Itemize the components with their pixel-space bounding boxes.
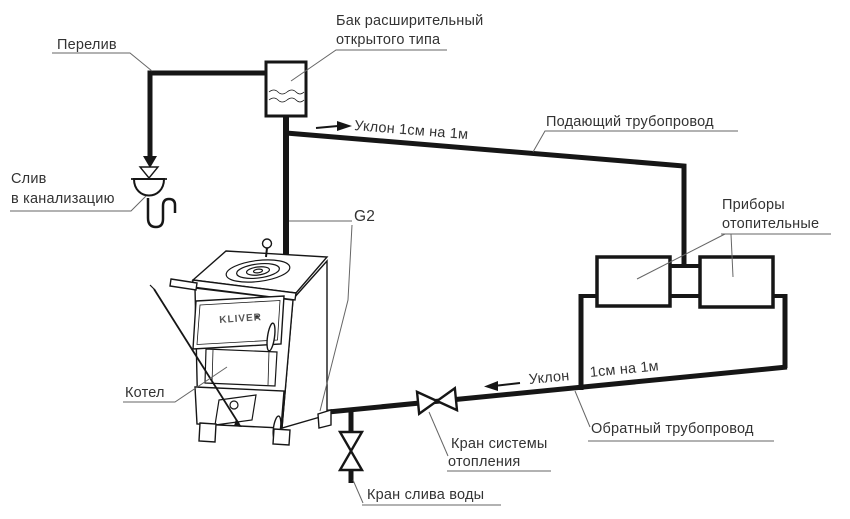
return-pipe — [317, 294, 788, 416]
overflow-label: Перелив — [57, 37, 117, 53]
heaters-label-line1: Приборы — [722, 197, 785, 213]
system-valve-label-line2: отопления — [448, 454, 521, 470]
supply-pipe-label: Подающий трубопровод — [546, 114, 714, 130]
brand-trademark-dot — [255, 315, 259, 319]
radiators — [579, 255, 787, 309]
g2-connection-label: G2 — [354, 208, 376, 225]
return-pipe-label: Обратный трубопровод — [591, 421, 754, 437]
flow-arrow-left-icon — [484, 381, 521, 391]
boiler-label: Котел — [125, 385, 165, 401]
overflow-pipe — [143, 70, 267, 168]
flow-arrow-right-icon — [315, 121, 352, 131]
system-valve-label-line1: Кран системы — [451, 436, 548, 452]
drain-valve-label: Кран слива воды — [367, 487, 485, 503]
sewer-drain-label-line1: Слив — [11, 171, 47, 187]
drain-valve — [337, 410, 365, 483]
boiler-drawing — [149, 238, 332, 446]
poker-rod — [149, 284, 242, 427]
heaters-label-line2: отопительные — [722, 216, 820, 232]
drain-funnel — [131, 166, 177, 229]
callout-lines — [10, 49, 831, 506]
radiator-left — [595, 255, 672, 308]
supply-pipe — [285, 130, 687, 266]
system-valve — [415, 386, 459, 416]
slope-label-bottom-part1: Уклон — [528, 368, 571, 388]
sewer-drain-label-line2: в канализацию — [11, 191, 115, 207]
expansion-tank-label-line1: Бак расширительный — [336, 13, 484, 29]
radiator-right — [698, 255, 775, 309]
expansion-tank — [264, 60, 308, 118]
expansion-tank-label-line2: открытого типа — [336, 32, 441, 48]
